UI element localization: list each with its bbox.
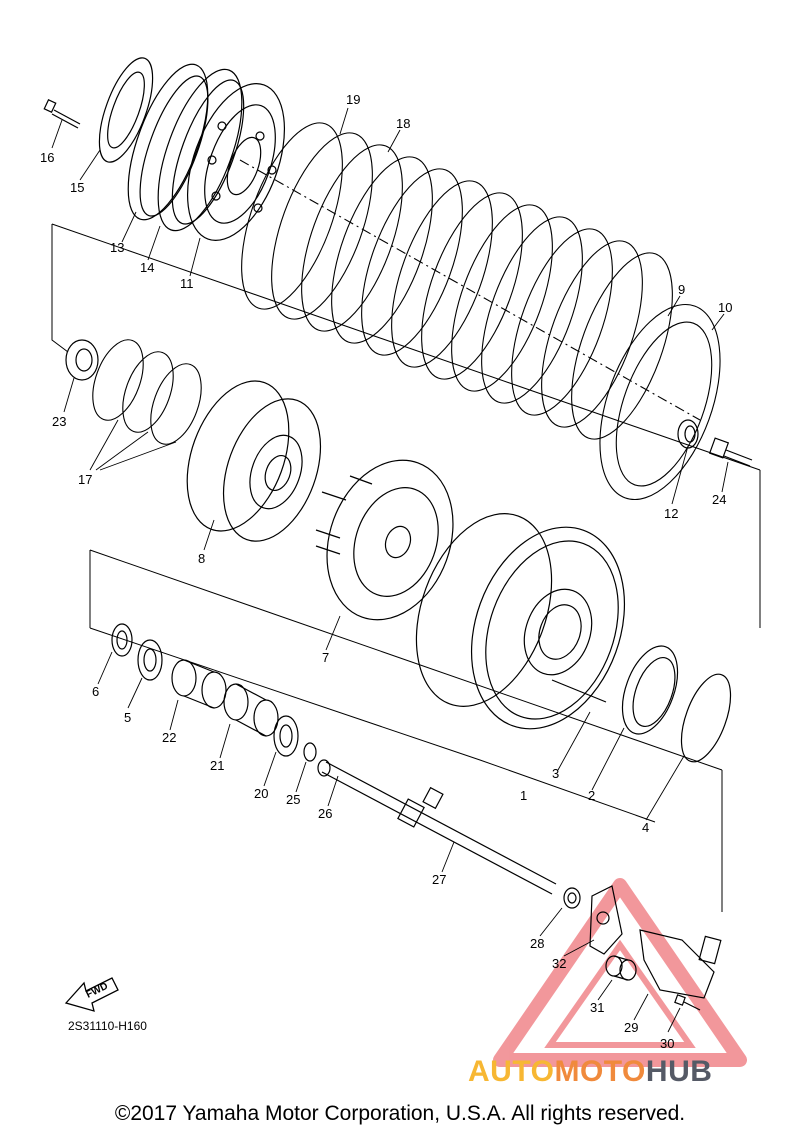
- clutch-housing-1: [415, 513, 626, 730]
- oil-seal-28: [563, 887, 581, 909]
- callout-5: 5: [124, 710, 131, 725]
- callout-21: 21: [210, 758, 224, 773]
- callout-6: 6: [92, 684, 99, 699]
- callout-15: 15: [70, 180, 84, 195]
- bolt-16: [43, 98, 81, 129]
- callout-19: 19: [346, 92, 360, 107]
- nut-23: [65, 339, 99, 381]
- callout-11: 11: [180, 276, 194, 291]
- callout-14: 14: [140, 260, 154, 275]
- reference-lines: [51, 223, 761, 912]
- watermark-hub: HUB: [645, 1055, 713, 1088]
- callout-3: 3: [552, 766, 559, 781]
- callout-27: 27: [432, 872, 446, 887]
- part-code: 2S31110-H160: [68, 1019, 147, 1033]
- callout-12: 12: [664, 506, 678, 521]
- watermark-moto: MOTO: [554, 1055, 646, 1088]
- fwd-label: FWD: [84, 981, 109, 1001]
- circlip-4: [680, 673, 732, 763]
- callout-28: 28: [530, 936, 544, 951]
- pressure-plate-stack: [98, 57, 286, 241]
- callout-8: 8: [198, 551, 205, 566]
- watermark-triangle: [493, 878, 747, 1067]
- callout-18: 18: [396, 116, 410, 131]
- collar-31: [605, 955, 637, 981]
- copyright-notice: ©2017 Yamaha Motor Corporation, U.S.A. A…: [114, 1102, 686, 1125]
- callout-31: 31: [590, 1000, 604, 1015]
- small-parts-row: [111, 623, 317, 762]
- callout-1: 1: [520, 788, 527, 803]
- fwd-arrow: FWD: [64, 977, 119, 1012]
- release-bracket-32: [589, 885, 623, 955]
- clutch-boss-8: [186, 380, 322, 542]
- callout-30: 30: [660, 1036, 674, 1051]
- callout-4: 4: [642, 820, 649, 835]
- callout-22: 22: [162, 730, 176, 745]
- callout-10: 10: [718, 300, 732, 315]
- watermark-logo: AUTOMOTOHUB: [468, 1055, 712, 1089]
- callout-23: 23: [52, 414, 66, 429]
- callout-26: 26: [318, 806, 332, 821]
- leader-lines: [51, 107, 729, 1033]
- pressure-plate-7: [315, 459, 454, 621]
- watermark-auto: AUTO: [468, 1055, 555, 1088]
- oil-pump-gear-2: [621, 645, 679, 735]
- callout-labels: 1 2 3 4 5 6 7 8 9 10 11 12 13 14 15 16 1…: [40, 92, 732, 1051]
- bearing-12: [677, 419, 699, 449]
- callout-16: 16: [40, 150, 54, 165]
- callout-17: 17: [78, 472, 92, 487]
- callout-20: 20: [254, 786, 268, 801]
- pin-3: [551, 679, 607, 703]
- bolt-30: [674, 994, 701, 1011]
- callout-29: 29: [624, 1020, 638, 1035]
- callout-24: 24: [712, 492, 726, 507]
- spring-plates-17: [92, 339, 202, 445]
- callout-7: 7: [322, 650, 329, 665]
- callout-13: 13: [110, 240, 124, 255]
- callout-9: 9: [678, 282, 685, 297]
- friction-plate-stack: [239, 122, 721, 501]
- callout-25: 25: [286, 792, 300, 807]
- shaft-27: [317, 759, 557, 895]
- release-lever-29: [639, 929, 722, 999]
- callout-2: 2: [588, 788, 595, 803]
- push-rod-24: [708, 437, 753, 467]
- callout-32: 32: [552, 956, 566, 971]
